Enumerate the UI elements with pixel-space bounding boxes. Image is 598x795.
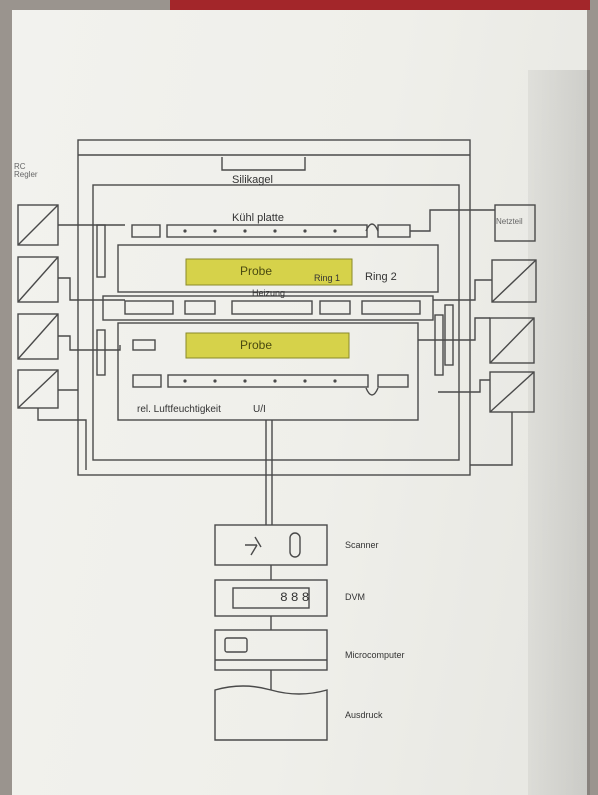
left-box-4-diag bbox=[18, 370, 58, 408]
scanner-switch-symbol bbox=[245, 537, 261, 555]
kuehlplatte-label: Kühl platte bbox=[232, 213, 284, 224]
lower-plate-right-block bbox=[378, 375, 408, 387]
cooling-plate bbox=[167, 225, 367, 237]
wire-left-5 bbox=[38, 408, 86, 470]
wire-right-5 bbox=[470, 412, 512, 465]
lower-dot bbox=[213, 379, 216, 382]
wire-right-2 bbox=[433, 280, 492, 300]
ausdruck-shape bbox=[215, 686, 327, 740]
lower-plate-knob bbox=[366, 388, 378, 395]
left-box-2-diag bbox=[18, 257, 58, 302]
microcomputer-label: Microcomputer bbox=[345, 651, 405, 660]
dvm-display: 888 bbox=[280, 591, 312, 604]
ui-label: U/I bbox=[253, 405, 266, 415]
right-box-3-diag bbox=[490, 318, 534, 363]
probe-1-label: Probe bbox=[240, 265, 272, 277]
lower-plate bbox=[168, 375, 368, 387]
wire-right-4 bbox=[438, 380, 490, 392]
wire-left-2 bbox=[58, 278, 125, 300]
scanner-relay-symbol bbox=[290, 533, 300, 557]
outer-chamber bbox=[78, 140, 470, 475]
probe-2-label: Probe bbox=[240, 339, 272, 351]
ring-2-label: Ring 2 bbox=[365, 272, 397, 283]
dvm-label: DVM bbox=[345, 593, 365, 602]
heater-element-5 bbox=[362, 301, 420, 314]
cooling-dot bbox=[273, 229, 276, 232]
ring-1-label: Ring 1 bbox=[314, 274, 340, 283]
heater-layer bbox=[103, 296, 433, 320]
left-strip-1 bbox=[97, 225, 105, 277]
heater-element-3 bbox=[232, 301, 312, 314]
lower-sensor bbox=[133, 340, 155, 350]
right-box-4-diag bbox=[490, 372, 534, 412]
lower-dot bbox=[183, 379, 186, 382]
silikagel-tray bbox=[222, 157, 305, 170]
heater-element-1 bbox=[125, 301, 173, 314]
lower-dot bbox=[303, 379, 306, 382]
cooling-plate-knob bbox=[366, 224, 378, 231]
right-box-2-diag bbox=[492, 260, 536, 302]
cooling-dot bbox=[303, 229, 306, 232]
wire-left-3 bbox=[58, 336, 120, 350]
cooling-plate-right-block bbox=[378, 225, 410, 237]
left-box-1-diag bbox=[18, 205, 58, 245]
lower-dot bbox=[243, 379, 246, 382]
lower-plate-left-block bbox=[133, 375, 161, 387]
cooling-dot bbox=[183, 229, 186, 232]
cooling-plate-left-block bbox=[132, 225, 160, 237]
cooling-dot bbox=[213, 229, 216, 232]
scanner-box bbox=[215, 525, 327, 565]
wire-right-3 bbox=[418, 318, 490, 340]
microcomputer-box bbox=[215, 630, 327, 670]
right-strip-1 bbox=[445, 305, 453, 365]
silikagel-label: Silikagel bbox=[232, 175, 273, 186]
lower-dot bbox=[273, 379, 276, 382]
right-top-label: Netzteil bbox=[496, 218, 523, 226]
cooling-dot bbox=[243, 229, 246, 232]
scanner-label: Scanner bbox=[345, 541, 379, 550]
heater-element-2 bbox=[185, 301, 215, 314]
right-strip-2 bbox=[435, 315, 443, 375]
ausdruck-label: Ausdruck bbox=[345, 711, 383, 720]
left-top-label: RC Regler bbox=[14, 163, 48, 179]
wire-right-1 bbox=[410, 210, 495, 231]
lower-dot bbox=[333, 379, 336, 382]
heater-element-4 bbox=[320, 301, 350, 314]
luftfeuchtigkeit-label: rel. Luftfeuchtigkeit bbox=[137, 405, 221, 415]
left-box-3-diag bbox=[18, 314, 58, 359]
heizung-label: Heizung bbox=[252, 289, 285, 298]
left-strip-2 bbox=[97, 330, 105, 375]
microcomputer-slot bbox=[225, 638, 247, 652]
cooling-dot bbox=[333, 229, 336, 232]
